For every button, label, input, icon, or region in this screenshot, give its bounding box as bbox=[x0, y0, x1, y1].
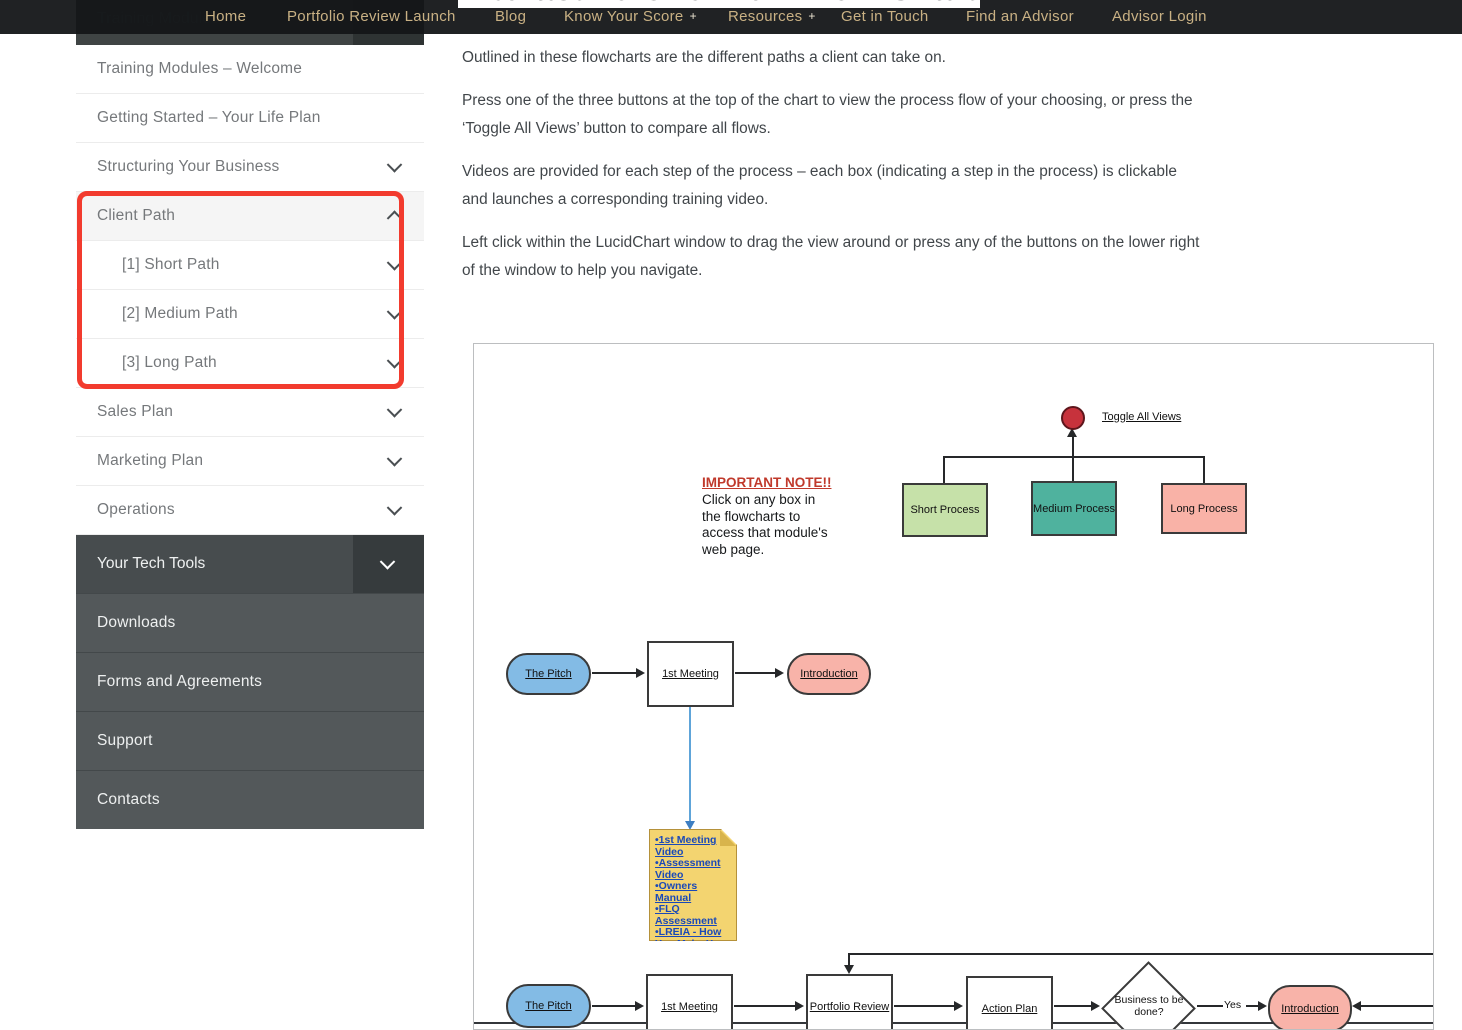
chevron-block[interactable] bbox=[353, 535, 424, 593]
arrowhead-right-icon bbox=[635, 1001, 644, 1011]
arrowhead-right-icon bbox=[1091, 1001, 1100, 1011]
connector-line bbox=[1203, 456, 1205, 484]
connector-line bbox=[592, 672, 637, 674]
connector-line bbox=[1361, 1005, 1433, 1007]
sidebar-item-support[interactable]: Support bbox=[76, 711, 424, 770]
sidebar-item-your-tech-tools[interactable]: Your Tech Tools bbox=[76, 535, 424, 593]
lucidchart-canvas[interactable]: Toggle All Views Short Process Medium Pr… bbox=[473, 343, 1434, 1030]
sidebar-item-client-path[interactable]: Client Path bbox=[76, 192, 424, 241]
arrowhead-left-icon bbox=[1352, 1001, 1361, 1011]
nav-get-in-touch[interactable]: Get in Touch bbox=[841, 8, 929, 25]
page-title-clipped: Interactive Overview Flow Chart bbox=[458, 0, 980, 8]
plus-icon: + bbox=[689, 9, 697, 23]
link-owners-manual[interactable]: •Owners Manual bbox=[655, 880, 698, 904]
sidebar-item-short-path[interactable]: [1] Short Path bbox=[76, 241, 424, 290]
chevron-down-icon bbox=[386, 402, 403, 418]
connector-line bbox=[734, 1005, 796, 1007]
page-content: Outlined in these flowcharts are the dif… bbox=[462, 44, 1204, 300]
sidebar-item-forms-and-agreements[interactable]: Forms and Agreements bbox=[76, 652, 424, 711]
arrowhead-right-icon bbox=[1258, 1001, 1267, 1011]
paragraph: Left click within the LucidChart window … bbox=[462, 234, 1200, 279]
sidebar-item-getting-started[interactable]: Getting Started – Your Life Plan bbox=[76, 94, 424, 143]
flow2-decision-label[interactable]: Business to be done? bbox=[1114, 994, 1184, 1018]
arrowhead-up-icon bbox=[1067, 428, 1077, 437]
flow2-the-pitch-node[interactable]: The Pitch bbox=[506, 984, 591, 1028]
chevron-down-icon bbox=[386, 157, 403, 173]
toggle-all-views-button[interactable] bbox=[1061, 406, 1085, 430]
chevron-down-icon bbox=[386, 500, 403, 516]
chevron-down-icon bbox=[386, 353, 403, 369]
chevron-down-icon bbox=[386, 451, 403, 467]
flow1-the-pitch-node[interactable]: The Pitch bbox=[506, 653, 591, 695]
yes-label: Yes bbox=[1224, 999, 1242, 1011]
nav-advisor-login[interactable]: Advisor Login bbox=[1112, 8, 1207, 25]
nav-find-an-advisor[interactable]: Find an Advisor bbox=[966, 8, 1074, 25]
link-lreia-how-you-make-your-money[interactable]: •LREIA - How You Make Your Money bbox=[655, 926, 730, 961]
connector-line bbox=[592, 1005, 636, 1007]
sticky-note: •1st Meeting Video •Assessment Video •Ow… bbox=[649, 829, 737, 941]
connector-line bbox=[849, 953, 1433, 955]
sidebar-item-operations[interactable]: Operations bbox=[76, 486, 424, 535]
link-assessment-video[interactable]: •Assessment Video bbox=[655, 857, 721, 881]
arrowhead-down-icon bbox=[844, 965, 854, 974]
connector-line bbox=[944, 456, 1205, 458]
connector-line bbox=[1054, 1005, 1092, 1007]
connector-line bbox=[1072, 436, 1074, 483]
connector-line bbox=[1197, 1005, 1223, 1007]
folded-corner-icon bbox=[720, 830, 736, 846]
chevron-down-icon bbox=[386, 304, 403, 320]
flow2-1st-meeting-node[interactable]: 1st Meeting bbox=[646, 974, 733, 1029]
important-note: IMPORTANT NOTE!! Click on any box in the… bbox=[702, 475, 862, 558]
training-modules-sidebar: Training Modules Training Modules – Welc… bbox=[76, 0, 424, 829]
sidebar-item-welcome[interactable]: Training Modules – Welcome bbox=[76, 45, 424, 94]
sidebar-item-contacts[interactable]: Contacts bbox=[76, 770, 424, 829]
paragraph: Outlined in these flowcharts are the dif… bbox=[462, 49, 946, 66]
important-note-body: Click on any box in the flowcharts to ac… bbox=[702, 492, 828, 557]
nav-home[interactable]: Home bbox=[205, 8, 247, 25]
arrowhead-down-icon bbox=[685, 821, 695, 830]
chevron-down-icon bbox=[386, 255, 403, 271]
nav-know-your-score[interactable]: Know Your Score+ bbox=[564, 8, 697, 25]
sidebar-item-marketing-plan[interactable]: Marketing Plan bbox=[76, 437, 424, 486]
sidebar-item-structuring-your-business[interactable]: Structuring Your Business bbox=[76, 143, 424, 192]
chevron-up-icon bbox=[386, 210, 403, 226]
connector-line bbox=[943, 456, 945, 484]
flow2-portfolio-review-node[interactable]: Portfolio Review bbox=[806, 974, 893, 1029]
flow1-1st-meeting-node[interactable]: 1st Meeting bbox=[647, 641, 734, 707]
connector-line bbox=[848, 953, 850, 966]
medium-process-button[interactable]: Medium Process bbox=[1031, 481, 1117, 536]
sidebar-item-medium-path[interactable]: [2] Medium Path bbox=[76, 290, 424, 339]
plus-icon: + bbox=[808, 9, 816, 23]
flow2-action-plan-node[interactable]: Action Plan bbox=[966, 976, 1053, 1029]
connector-line bbox=[735, 672, 776, 674]
arrowhead-right-icon bbox=[795, 1001, 804, 1011]
arrowhead-right-icon bbox=[636, 668, 645, 678]
important-note-heading: IMPORTANT NOTE!! bbox=[702, 475, 832, 490]
connector-line bbox=[474, 1022, 1433, 1024]
connector-line-blue bbox=[689, 707, 691, 821]
link-1st-meeting-video[interactable]: •1st Meeting Video bbox=[655, 834, 717, 858]
flow2-introduction-node[interactable]: Introduction bbox=[1268, 985, 1352, 1029]
long-process-button[interactable]: Long Process bbox=[1161, 483, 1247, 534]
sidebar-item-long-path[interactable]: [3] Long Path bbox=[76, 339, 424, 388]
sidebar-item-downloads[interactable]: Downloads bbox=[76, 593, 424, 652]
sidebar-item-sales-plan[interactable]: Sales Plan bbox=[76, 388, 424, 437]
arrowhead-right-icon bbox=[954, 1001, 963, 1011]
flow1-introduction-node[interactable]: Introduction bbox=[787, 653, 871, 695]
paragraph: Press one of the three buttons at the to… bbox=[462, 92, 1193, 137]
short-process-button[interactable]: Short Process bbox=[902, 483, 988, 537]
arrowhead-right-icon bbox=[775, 668, 784, 678]
paragraph: Videos are provided for each step of the… bbox=[462, 163, 1177, 208]
nav-resources[interactable]: Resources+ bbox=[728, 8, 816, 25]
toggle-all-views-label[interactable]: Toggle All Views bbox=[1102, 411, 1182, 423]
connector-line bbox=[1246, 1005, 1259, 1007]
nav-portfolio-review-launch[interactable]: Portfolio Review Launch bbox=[287, 8, 456, 25]
connector-line bbox=[894, 1005, 955, 1007]
nav-blog[interactable]: Blog bbox=[495, 8, 527, 25]
link-flq-assessment[interactable]: •FLQ Assessment bbox=[655, 903, 717, 927]
